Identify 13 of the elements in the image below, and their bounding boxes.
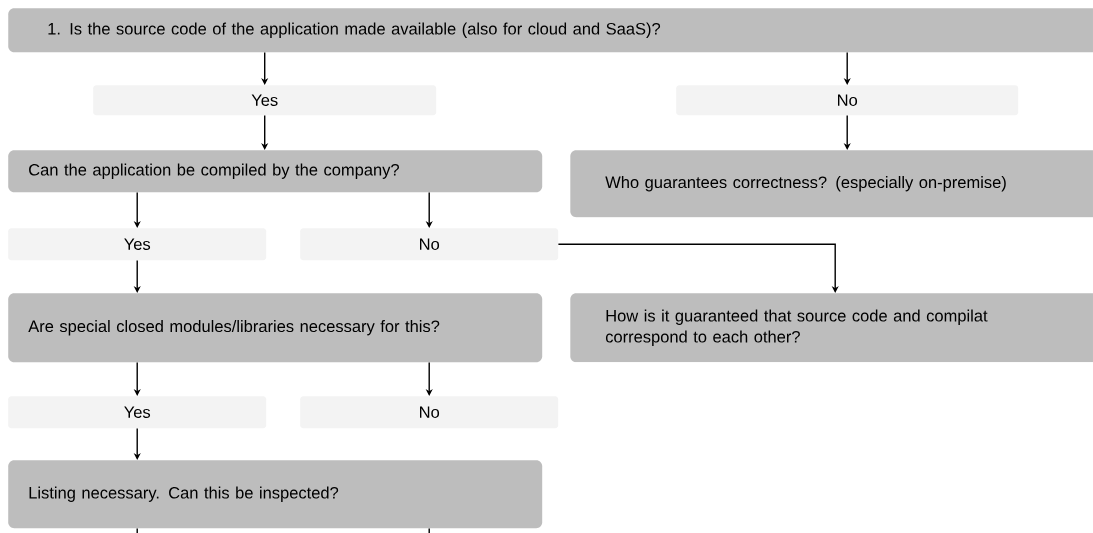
question-box: Can the application be compiled by the company? [8, 150, 543, 193]
answer-box: Yes [8, 228, 267, 261]
answer-box: Yes [8, 396, 267, 429]
question-box: Listing necessary. Can this be inspected? [8, 460, 543, 529]
answer-box: No [676, 85, 1019, 116]
answer-box: No [300, 396, 559, 429]
question-box: 1. Is the source code of the application made available (also for cloud and SaaS)? [8, 8, 1093, 53]
answer-box: Yes [93, 85, 437, 116]
question-box: How is it guaranteed that source code and compilat correspond to each other? [570, 293, 1093, 363]
question-box: Who guarantees correctness? (especially on-premise) [570, 150, 1093, 218]
question-box: Are special closed modules/libraries necessary for this? [8, 293, 543, 363]
answer-box: No [300, 228, 559, 261]
arrow [557, 243, 839, 293]
